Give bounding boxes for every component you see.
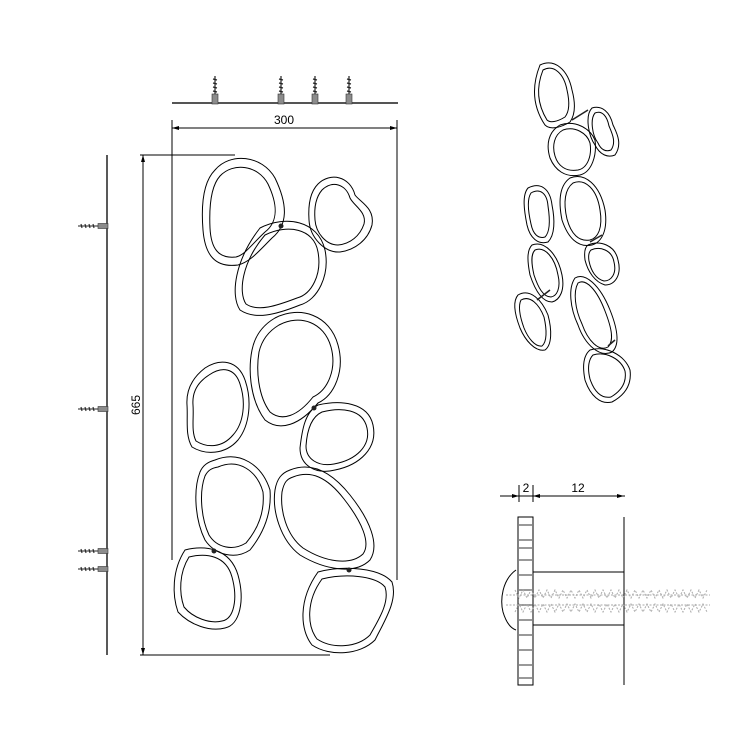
screw-icon: [77, 547, 109, 555]
pebble: [299, 402, 375, 472]
pebble: [308, 176, 373, 253]
pebble: [547, 123, 596, 177]
pebble: [195, 456, 271, 556]
pebble: [523, 185, 555, 244]
panel-section: [517, 516, 534, 686]
screw-icon: [77, 222, 109, 230]
height-dimension: 665: [129, 128, 330, 656]
pebble: [527, 243, 564, 303]
mounting-point-icon: [211, 548, 217, 554]
screw-icon: [277, 75, 285, 105]
pebble: [302, 567, 394, 654]
screw-icon: [77, 405, 109, 413]
side-view: [77, 155, 109, 655]
width-dimension: 300: [171, 113, 398, 580]
pebble: [249, 311, 341, 427]
screw-head-icon: [501, 569, 517, 631]
screw-icon: [311, 75, 319, 105]
iso-screw-icon: [536, 109, 616, 347]
detail-view: 2 12: [500, 481, 710, 686]
pebble: [234, 220, 327, 316]
pebble: [514, 292, 552, 351]
isometric-view: [514, 62, 631, 404]
screw-icon: [211, 75, 219, 105]
pebble: [587, 106, 620, 157]
pebble: [559, 176, 607, 247]
standoff-length-label: 12: [571, 481, 585, 495]
pebble: [173, 547, 242, 630]
screw-icon: [345, 75, 353, 105]
pebble: [583, 348, 631, 404]
mounting-point-icon: [311, 405, 317, 411]
panel-thickness-label: 2: [523, 481, 530, 495]
pebble: [584, 242, 620, 286]
width-dimension-label: 300: [274, 113, 294, 127]
pebble: [201, 157, 285, 266]
pebble: [273, 466, 375, 570]
top-view: [172, 75, 398, 105]
pebble: [570, 276, 618, 354]
mounting-point-icon: [278, 223, 284, 229]
pebble: [534, 62, 575, 129]
mounting-point-icon: [346, 567, 352, 573]
screw-thread: [506, 588, 710, 614]
pebble: [186, 361, 250, 453]
screw-icon: [77, 565, 109, 573]
height-dimension-label: 665: [129, 395, 143, 415]
front-view: [173, 157, 394, 654]
